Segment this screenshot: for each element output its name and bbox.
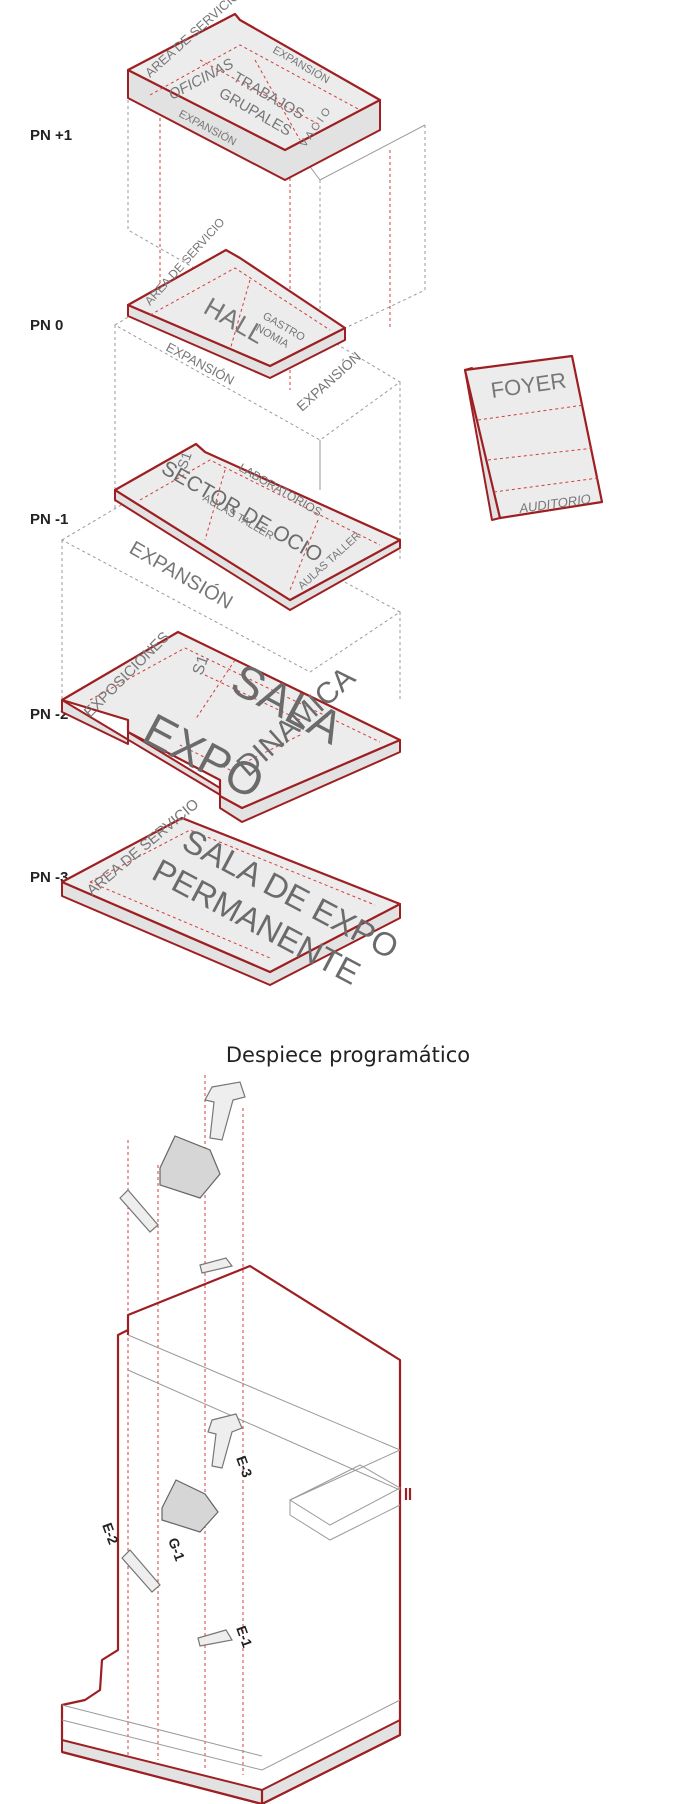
e2-piece-floating	[120, 1190, 158, 1232]
slab-pnm3: AREA DE SERVICIO SALA DE EXPO PERMANENTE	[62, 796, 405, 992]
level-label-pnm1: PN -1	[30, 511, 68, 528]
g1-piece-floating	[160, 1136, 220, 1198]
e3-piece-floating	[205, 1082, 245, 1140]
caption: Despiece programático	[226, 1043, 470, 1067]
slab-pnm2: EXPOSICIONES S1 SALA EXPO DINAMICA	[62, 629, 400, 822]
label-e1: E-1	[233, 1624, 256, 1650]
foyer-auditorio-block: FOYER AUDITORIO	[465, 356, 602, 520]
circulation-diagram: E-3 G-1 E-2 E-1	[62, 1075, 410, 1804]
label-g1: G-1	[165, 1536, 188, 1564]
g1-piece	[162, 1480, 218, 1532]
e1-piece-floating	[200, 1258, 232, 1273]
e1-piece	[198, 1630, 232, 1646]
level-label-pn1: PN +1	[30, 127, 72, 144]
label-e3: E-3	[233, 1454, 256, 1480]
level-label-pn0: PN 0	[30, 317, 63, 334]
